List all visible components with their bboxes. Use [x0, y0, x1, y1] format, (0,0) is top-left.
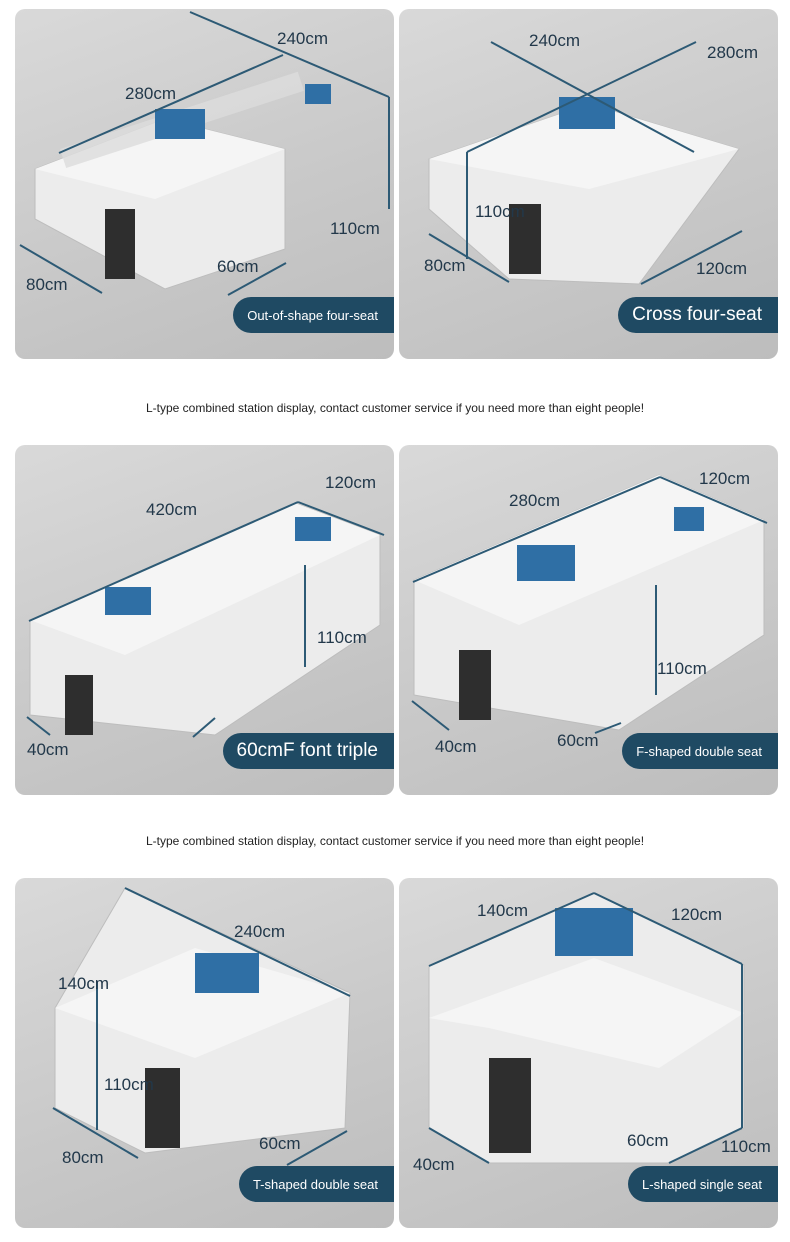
product-label: T-shaped double seat — [238, 1166, 394, 1202]
dimension-label: 60cm — [217, 257, 259, 276]
dimension-label: 40cm — [27, 740, 69, 759]
caption-text: L-type combined station display, contact… — [145, 834, 645, 848]
workstation-illustration — [428, 892, 745, 1164]
dimension-label: 280cm — [707, 43, 759, 62]
dimension-label: 80cm — [26, 275, 68, 294]
dimension-label: 80cm — [424, 256, 466, 275]
dimension-label: 110cm — [657, 659, 707, 678]
dimension-label: 40cm — [435, 737, 477, 756]
dimension-label: 240cm — [234, 922, 286, 941]
product-panel-cross: 240cm 280cm 110cm 80cm 120cm Cross four-… — [399, 9, 778, 359]
dimension-label: 110cm — [104, 1075, 154, 1094]
dimension-label: 280cm — [125, 84, 177, 103]
product-panel-t-double: 240cm 140cm 110cm 60cm 80cm T-shaped dou… — [15, 878, 394, 1228]
product-panel-out-of-shape: 240cm 280cm 110cm 60cm 80cm Out-of-shape… — [15, 9, 394, 359]
product-panel-l-single: 140cm 120cm 60cm 110cm 40cm L-shaped sin… — [399, 878, 778, 1228]
product-label: F-shaped double seat — [622, 733, 778, 769]
product-label: 60cmF font triple — [222, 733, 394, 769]
dimension-label: 120cm — [325, 473, 377, 492]
dimension-label: 110cm — [317, 628, 367, 647]
dimension-label: 40cm — [413, 1155, 455, 1174]
dimension-label: 420cm — [146, 500, 198, 519]
workstation-illustration — [428, 41, 743, 285]
dimension-label: 120cm — [671, 905, 723, 924]
dimension-label: 120cm — [699, 469, 751, 488]
dimension-label: 280cm — [509, 491, 561, 510]
product-panel-f-double: 280cm 120cm 110cm 40cm 60cm F-shaped dou… — [399, 445, 778, 795]
product-label: Cross four-seat — [618, 297, 778, 333]
workstation-illustration — [26, 501, 385, 738]
product-label: L-shaped single seat — [628, 1166, 778, 1202]
dimension-label: 140cm — [477, 901, 529, 920]
caption-text: L-type combined station display, contact… — [145, 401, 645, 415]
product-panel-f-triple: 420cm 120cm 110cm 40cm 60cmF font triple — [15, 445, 394, 795]
dimension-label: 110cm — [330, 219, 380, 238]
product-label: Out-of-shape four-seat — [233, 297, 394, 333]
workstation-illustration — [52, 887, 351, 1166]
dimension-label: 240cm — [277, 29, 329, 48]
workstation-illustration — [411, 474, 768, 734]
dimension-label: 110cm — [475, 202, 525, 221]
dimension-label: 140cm — [58, 974, 110, 993]
dimension-label: 80cm — [62, 1148, 104, 1167]
dimension-label: 60cm — [557, 731, 599, 750]
workstation-illustration — [19, 11, 390, 296]
dimension-label: 120cm — [696, 259, 748, 278]
dimension-label: 240cm — [529, 31, 581, 50]
dimension-label: 60cm — [627, 1131, 669, 1150]
dimension-label: 60cm — [259, 1134, 301, 1153]
dimension-label: 110cm — [721, 1137, 771, 1156]
